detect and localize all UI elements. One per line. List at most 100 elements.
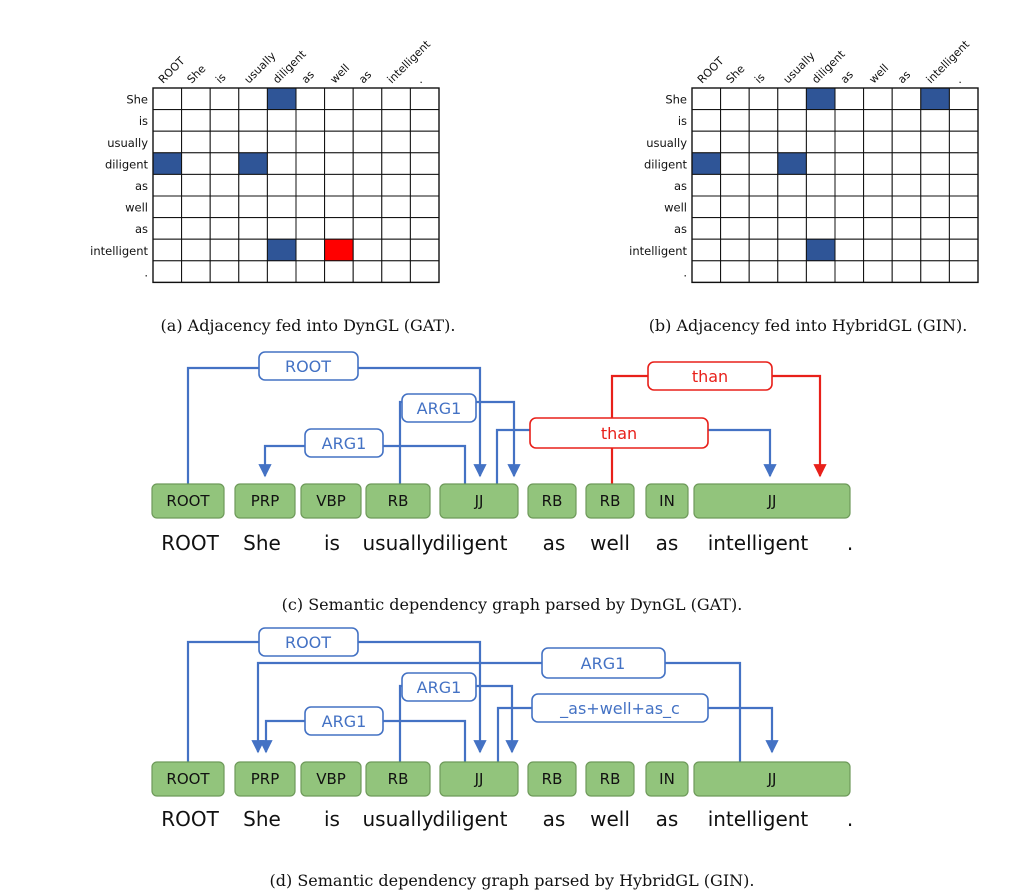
graph-c-pos-tag [439,483,519,519]
matrix-a-cell [295,87,326,111]
matrix-a-cell [209,87,240,111]
graph-d-pos-tag [151,761,225,797]
matrix-b-cell [691,109,722,132]
matrix-a-cell [152,130,183,154]
matrix-a-cell [352,152,383,175]
graph-c-pos-tag-label: RB [388,492,409,510]
graph-c-word: as [656,531,679,555]
matrix-b-cell [777,130,807,154]
matrix-b-border [691,87,979,284]
graph-d-pos-tag [300,761,362,797]
matrix-a-row-label: well [125,201,148,215]
matrix-a-cell [181,87,211,111]
graph-c-word: . [847,531,853,555]
matrix-b-cell [948,109,979,132]
matrix-b-cell [920,173,950,197]
matrix-b-cell [863,238,893,262]
matrix-a-cell [181,152,211,175]
matrix-b-cell [691,130,722,154]
matrix-b-cell [863,109,893,132]
matrix-a-row-label: is [139,114,148,128]
matrix-b-cell [863,152,893,175]
matrix-b-cell [805,217,836,240]
matrix-b-cell [748,217,779,240]
graph-c-word: ROOT [161,531,219,555]
matrix-a-row-label: as [135,222,148,236]
matrix-b-cell [863,173,893,197]
matrix-b-cell [891,130,922,154]
graph-c-pos-tag [300,483,362,519]
graph-d-word: is [324,807,340,831]
graph-d-labels: ROOT ARG1 ARG1 ARG1 _as+well+as_c [258,627,709,736]
matrix-a-cell [409,130,440,154]
graph-c-pos-tag [234,483,296,519]
matrix-b-cell [891,87,922,111]
matrix-b-col-label: as [895,68,913,86]
matrix-a-cell [324,217,354,240]
matrix-a-col-label: . [413,74,425,86]
matrix-b-cell [891,238,922,262]
matrix-b-cell [891,195,922,219]
matrix-b-cell [920,238,950,262]
matrix-a-cell [409,152,440,175]
matrix-b-cell [777,173,807,197]
matrix-a-cell [295,217,326,240]
matrix-a-cell [409,238,440,262]
graph-c-word: as [543,531,566,555]
matrix-a-cell [295,195,326,219]
graph-d-pos-tag [645,761,689,797]
matrix-a-cell [295,109,326,132]
graph-d-pos-tag [365,761,431,797]
matrix-a-cell [152,87,183,111]
matrix-b-cell [948,152,979,175]
graph-c-pos-tag [693,483,851,519]
matrix-a-cell [352,260,383,283]
matrix-a-cell [381,130,411,154]
matrix-a-cell [152,173,183,197]
matrix-b-row-label: She [665,93,687,107]
graph-c-pos-tag [527,483,577,519]
matrix-b-cell [720,130,750,154]
matrix-b-cell [748,173,779,197]
matrix-a-cell [238,173,268,197]
matrix-a-cell [324,260,354,283]
label-d-arg1-lower: ARG1 [322,712,367,731]
caption-c: (c) Semantic dependency graph parsed by … [282,595,743,614]
matrix-b-cell [748,195,779,219]
graph-d-pos-tag-label: JJ [767,770,777,788]
matrix-a-cell [238,217,268,240]
matrix-b-cell [834,260,865,283]
matrix-a-cell [209,195,240,219]
matrix-b-cell [948,130,979,154]
graph-d-pos-tag-label: RB [388,770,409,788]
matrix-b-cell [834,87,865,111]
matrix-a-cell [181,260,211,283]
matrix-a-col-label: She [185,62,209,86]
matrix-b-cell [891,260,922,283]
matrix-b-row-label: well [664,201,687,215]
matrix-a-cell [352,217,383,240]
graph-c-pos-tag-label: IN [659,492,675,510]
matrix-b-cell [777,260,807,283]
graph-d-pos-tag [585,761,635,797]
matrix-b-cell [720,238,750,262]
matrix-a-cell [381,173,411,197]
matrix-a-row-label: . [144,265,148,279]
matrix-a-cell [238,152,268,175]
matrix-a-cell [181,109,211,132]
matrix-a-cell [181,217,211,240]
matrix-a-cell [181,130,211,154]
matrix-a-row-label: as [135,179,148,193]
matrix-b-col-label: ROOT [695,54,727,86]
matrix-a-cell [352,109,383,132]
matrix-b-cell [720,217,750,240]
matrix-b-cell [720,152,750,175]
matrix-b-cell [920,130,950,154]
matrix-a-cell [324,109,354,132]
graph-d-pos-tag-label: RB [600,770,621,788]
matrix-b-cell [834,238,865,262]
matrix-a-cell [352,130,383,154]
matrix-a-cell [295,260,326,283]
matrix-a-cell [209,260,240,283]
